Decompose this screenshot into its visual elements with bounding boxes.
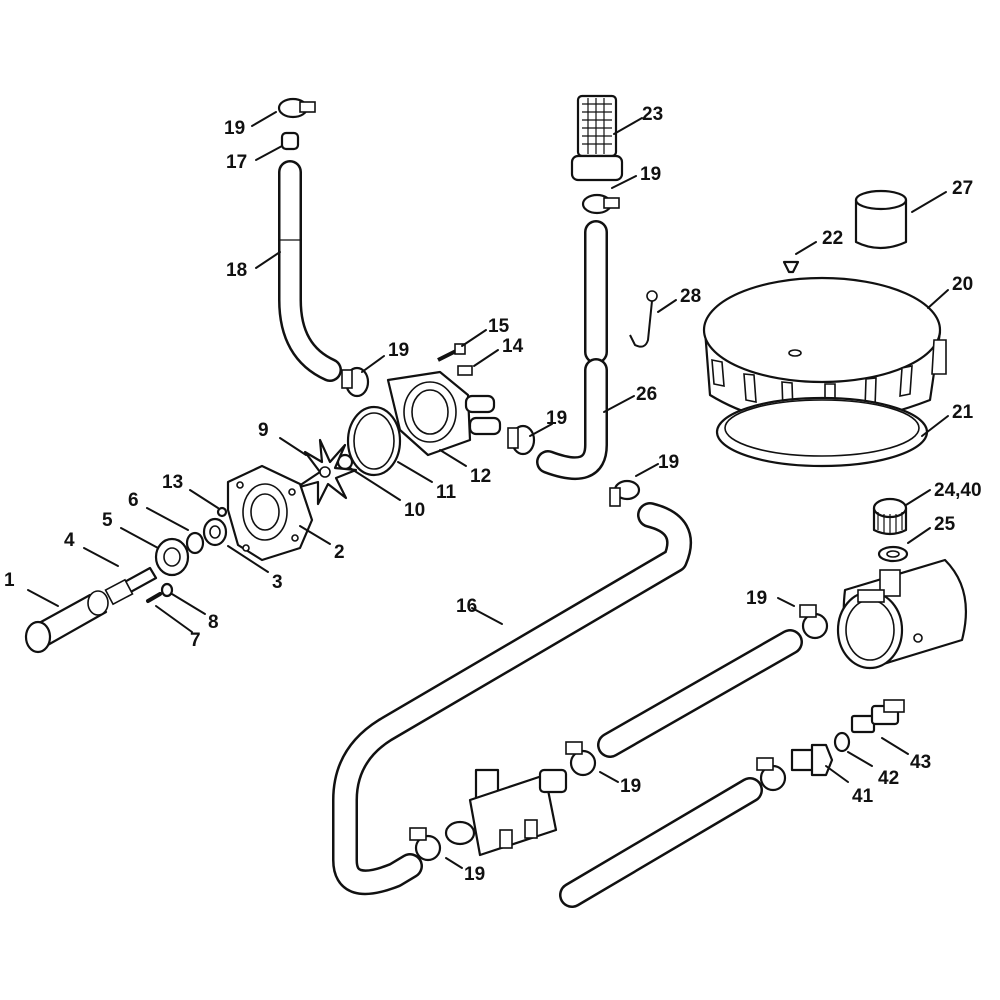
callout-25: 25 [934,514,956,535]
callout-26: 26 [636,384,657,405]
sleeve-17 [280,131,300,151]
callout-19-mid: 19 [658,452,679,473]
hose-16 [332,502,692,896]
shaft-4 [104,566,158,606]
callout-6: 6 [128,490,139,511]
washer-6 [185,531,205,555]
hose-18 [278,160,342,382]
callout-18: 18 [226,260,247,281]
gasket-11 [346,405,402,477]
knob-24-40 [872,497,908,536]
fitting-41 [790,743,834,777]
callout-10: 10 [404,500,425,521]
callout-16: 16 [456,596,477,617]
washer-8 [160,582,174,598]
clamp-19-center [565,741,597,777]
callout-19-right: 19 [746,588,767,609]
hose-upper-straight [597,629,803,758]
washer-25 [877,545,909,563]
callout-12: 12 [470,466,491,487]
callout-3: 3 [272,572,283,593]
callout-labels: 1 4 5 6 13 9 7 8 3 2 10 11 12 14 15 19 1… [4,104,982,885]
callout-19-top-right: 19 [640,164,661,185]
callout-17: 17 [226,152,247,173]
callout-2: 2 [334,542,345,563]
pump-housing-12 [386,370,502,457]
callout-19-bottom: 19 [464,864,485,885]
callout-15: 15 [488,316,510,337]
adapter-1 [24,590,109,654]
callout-42: 42 [878,768,899,789]
callout-9: 9 [258,420,269,441]
clamp-19-lower-right [756,757,787,792]
impeller-9 [294,438,358,506]
flange-2 [226,464,314,562]
cap-27 [854,189,908,250]
callout-41: 41 [852,786,874,807]
callout-8: 8 [208,612,219,633]
o-ring-42 [833,731,851,753]
callout-19-top-left: 19 [224,118,245,139]
bearing-5 [154,537,190,577]
callout-7: 7 [190,630,201,651]
callout-19-pump-left: 19 [388,340,409,361]
seal-ring-21 [715,396,929,468]
clamp-19-mid [609,479,641,507]
callout-28: 28 [680,286,701,307]
pin-7 [146,592,162,603]
hose-26 [536,220,608,481]
callout-19-center: 19 [620,776,641,797]
callout-43: 43 [910,752,931,773]
hose-lower-straight [559,777,763,908]
clamp-19-top-left [277,97,316,119]
ball-13 [216,506,228,518]
fitting-43 [850,699,905,734]
screw-15 [437,343,466,362]
callout-24-40: 24,40 [934,480,982,501]
callout-27: 27 [952,178,973,199]
tank-lid-20 [702,276,947,425]
strainer-23 [570,94,624,182]
clamp-19-pump-right [507,424,536,456]
callout-13: 13 [162,472,183,493]
seal-3 [202,517,228,547]
callout-4: 4 [64,530,75,551]
clamp-19-bottom [409,827,442,862]
callout-14: 14 [502,336,524,357]
callout-11: 11 [436,482,457,503]
callout-21: 21 [952,402,974,423]
clamp-19-right [799,604,829,640]
callout-23: 23 [642,104,663,125]
callout-1: 1 [4,570,15,591]
plug-22 [782,260,800,274]
screw-14 [457,365,473,376]
callout-20: 20 [952,274,973,295]
callout-22: 22 [822,228,843,249]
callout-5: 5 [102,510,113,531]
leader-lines [27,111,949,869]
clamp-19-top-right [581,193,620,215]
wire-28 [629,290,658,348]
valve-block [444,768,568,857]
callout-19-pump-right: 19 [546,408,567,429]
filter-housing [836,558,968,670]
clamp-19-pump-left [341,366,370,398]
